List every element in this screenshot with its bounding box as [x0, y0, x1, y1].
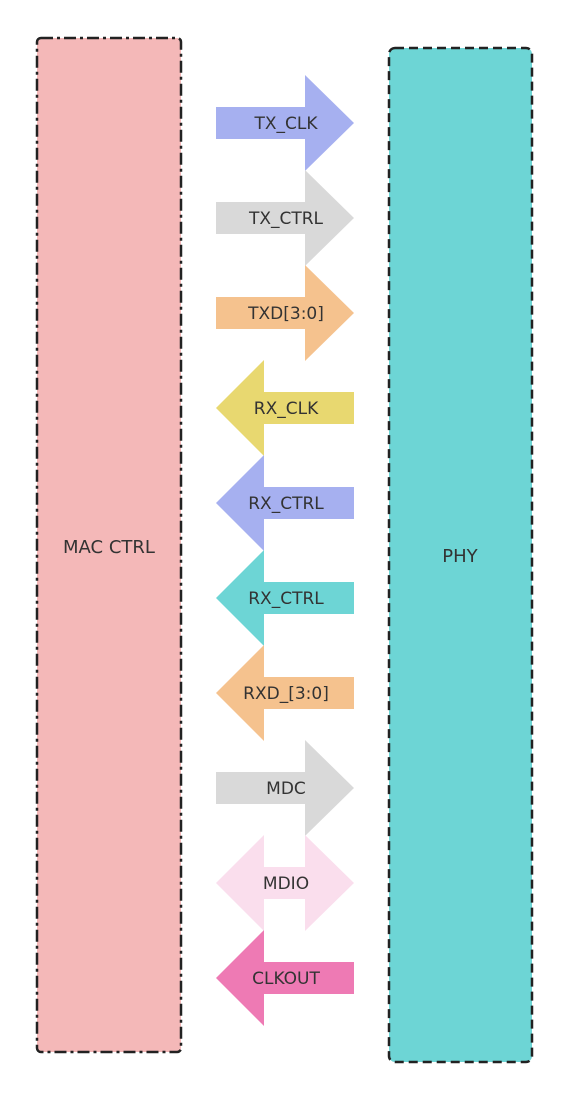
signal-arrow-right: [216, 740, 354, 836]
signal-arrow-right: [216, 170, 354, 266]
signal-1: TX_CTRL: [216, 170, 354, 266]
signal-label: RXD_[3:0]: [243, 684, 329, 704]
mac-block-shape: [35, 36, 183, 1054]
signal-arrow-left: [216, 550, 354, 646]
signal-label: RX_CTRL: [248, 589, 324, 609]
phy-block-label: PHY: [442, 546, 478, 567]
signal-arrows: TX_CLK TX_CTRL TXD[3:0] RX_CLK RX_CTRL RX_CTR…: [216, 75, 354, 1026]
signal-6: RXD_[3:0]: [216, 645, 354, 741]
signal-arrow-right: [216, 265, 354, 361]
signal-2: TXD[3:0]: [216, 265, 354, 361]
signal-arrow-left: [216, 360, 354, 456]
signal-5: RX_CTRL: [216, 550, 354, 646]
mac-block: MAC CTRL: [35, 36, 183, 1054]
signal-arrow-right: [216, 75, 354, 171]
phy-block: PHY: [387, 46, 534, 1064]
signal-7: MDC: [216, 740, 354, 836]
signal-label: CLKOUT: [252, 969, 320, 989]
mac-block-label: MAC CTRL: [63, 537, 155, 558]
signal-0: TX_CLK: [216, 75, 354, 171]
signal-label: MDC: [266, 779, 306, 799]
signal-label: TX_CTRL: [248, 209, 324, 229]
signal-3: RX_CLK: [216, 360, 354, 456]
signal-arrow-left: [216, 930, 354, 1026]
signal-label: RX_CTRL: [248, 494, 324, 514]
signal-label: RX_CLK: [254, 399, 319, 419]
signal-label: TX_CLK: [253, 114, 318, 134]
signal-8: MDIO: [216, 835, 354, 931]
phy-block-shape: [387, 46, 534, 1064]
signal-9: CLKOUT: [216, 930, 354, 1026]
signal-arrow-left: [216, 455, 354, 551]
signal-label: MDIO: [263, 874, 309, 894]
signal-arrow-both: [216, 835, 354, 931]
signal-label: TXD[3:0]: [247, 304, 324, 324]
signal-arrow-left: [216, 645, 354, 741]
signal-4: RX_CTRL: [216, 455, 354, 551]
